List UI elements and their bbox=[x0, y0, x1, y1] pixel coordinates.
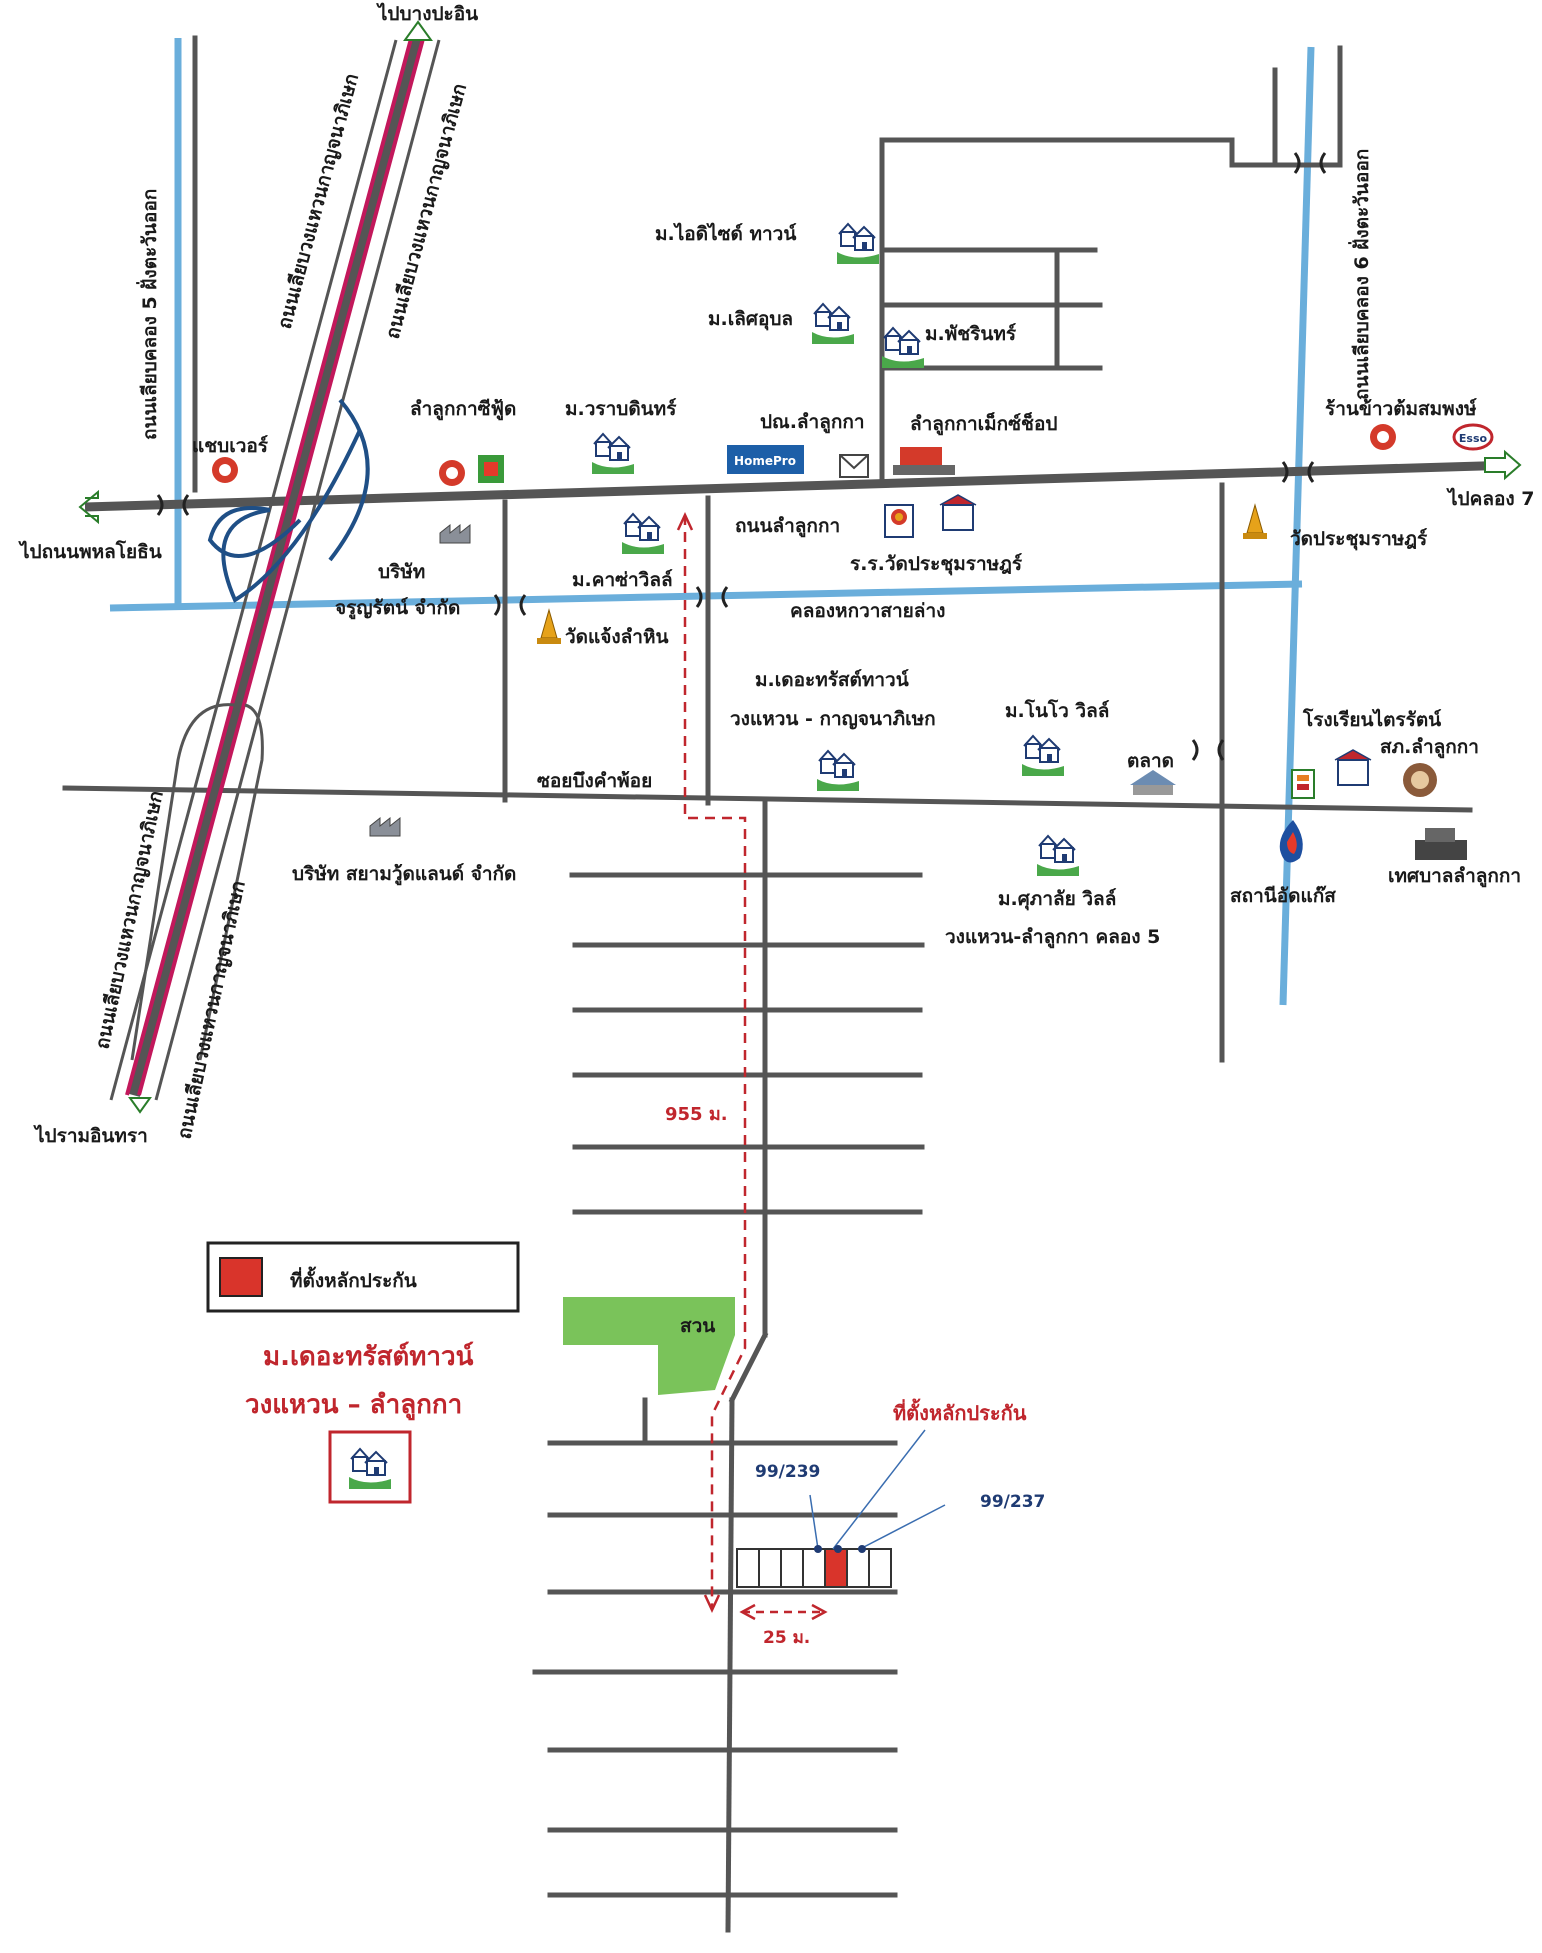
label-lert-ubon: ม.เลิศอุบล bbox=[708, 308, 793, 331]
label-the-trust: ม.เดอะทรัสต์ทาวน์ bbox=[755, 669, 909, 691]
collateral-plot bbox=[824, 1548, 848, 1588]
label-wat-prachum: วัดประชุมราษฎร์ bbox=[1290, 528, 1428, 551]
house-icon bbox=[816, 750, 860, 792]
market-icon bbox=[1130, 770, 1176, 795]
lower-road bbox=[62, 785, 1473, 813]
homepro-logo: HomePro bbox=[727, 445, 804, 474]
label-company: บริษัท bbox=[378, 561, 425, 583]
label-to-bang-pa-in: ไปบางปะอิน bbox=[376, 2, 478, 25]
label-market: ตลาด bbox=[1127, 750, 1174, 772]
label-supalai: ม.ศุภาลัย วิลล์ bbox=[998, 888, 1116, 911]
expressway bbox=[109, 20, 441, 1114]
svg-text:Esso: Esso bbox=[1459, 432, 1488, 445]
school-icon bbox=[939, 494, 977, 531]
label-wat-chaeng: วัดแจ้งลำหิน bbox=[565, 626, 669, 648]
house-icon bbox=[811, 303, 855, 345]
label-to-khlong7: ไปคลอง 7 bbox=[1446, 487, 1535, 510]
label-trirat-school: โรงเรียนไตรรัตน์ bbox=[1302, 708, 1441, 731]
house-icon bbox=[881, 327, 925, 369]
label-lamlukka-seafood: ลำลูกกาซีฟู้ด bbox=[410, 398, 516, 421]
mail-icon bbox=[839, 454, 869, 478]
label-casa-ville: ม.คาซ่าวิลล์ bbox=[572, 569, 673, 591]
label-the-trust-ring: วงแหวน - กาญจนาภิเษก bbox=[730, 708, 936, 730]
label-patcharin: ม.พัชรินทร์ bbox=[925, 323, 1017, 345]
truck-icon bbox=[893, 447, 955, 475]
seven-eleven-icon bbox=[1291, 769, 1315, 799]
label-collateral: ที่ตั้งหลักประกัน bbox=[893, 1398, 1027, 1425]
label-lamlukka-road: ถนนลำลูกกา bbox=[735, 515, 840, 538]
restaurant-icon bbox=[212, 457, 238, 483]
plot-callouts bbox=[809, 1429, 946, 1553]
label-plot-99-237: 99/237 bbox=[980, 1492, 1045, 1512]
label-project-name: ม.เดอะทรัสต์ทาวน์ bbox=[263, 1341, 474, 1372]
label-park: สวน bbox=[680, 1315, 715, 1337]
label-khao-tom-shop: ร้านข้าวต้มสมพงษ์ bbox=[1325, 398, 1477, 420]
esso-logo: Esso bbox=[1452, 423, 1494, 451]
school-icon bbox=[1334, 749, 1372, 786]
label-wat-prachum-school: ร.ร.วัดประชุมราษฎร์ bbox=[850, 553, 1023, 576]
label-supalai-ring: วงแหวน-ลำลูกกา คลอง 5 bbox=[945, 926, 1160, 949]
restaurant-icon bbox=[1370, 424, 1396, 450]
route-line bbox=[676, 512, 828, 1621]
label-post-office: ปณ.ลำลูกกา bbox=[760, 411, 865, 434]
label-to-ram-inthra: ไปรามอินทรา bbox=[33, 1124, 148, 1147]
gas-station-logo bbox=[884, 504, 914, 538]
house-icon bbox=[836, 223, 880, 265]
police-seal-icon bbox=[1403, 763, 1437, 797]
project-house-icon bbox=[328, 1430, 412, 1504]
label-chabwer: แชบเวอร์ bbox=[192, 435, 269, 457]
bridge-icon bbox=[1191, 738, 1225, 762]
label-to-phahon: ไปถนนพหลโยธิน bbox=[18, 540, 162, 563]
label-khlong6-road: ถนนเลียบคลอง 6 ฝั่งตะวันออก bbox=[1348, 149, 1373, 400]
label-distance-955: 955 ม. bbox=[665, 1104, 728, 1125]
svg-text:HomePro: HomePro bbox=[734, 454, 796, 468]
label-police: สภ.ลำลูกกา bbox=[1380, 736, 1479, 759]
factory-icon bbox=[369, 817, 401, 837]
label-project-name-ring: วงแหวน – ลำลูกกา bbox=[245, 1390, 462, 1421]
plot-row bbox=[736, 1548, 892, 1588]
label-distance-25: 25 ม. bbox=[763, 1628, 810, 1648]
restaurant-icon bbox=[439, 460, 465, 486]
label-canal-hok-wa: คลองหกวาสายล่าง bbox=[790, 600, 945, 622]
label-warabodin: ม.วราบดินทร์ bbox=[565, 398, 677, 420]
label-idee-town: ม.ไอดิไซด์ ทาวน์ bbox=[655, 222, 797, 245]
house-icon bbox=[621, 513, 665, 555]
temple-icon bbox=[536, 609, 562, 645]
label-siam-wood: บริษัท สยามวู้ดแลนด์ จำกัด bbox=[292, 863, 516, 886]
label-novo-ville: ม.โนโว วิลล์ bbox=[1005, 699, 1109, 722]
park-area bbox=[563, 1297, 735, 1395]
temple-icon bbox=[1242, 504, 1268, 540]
label-company-jaroon: จรูญรัตน์ จำกัด bbox=[335, 597, 460, 620]
label-gas-station: สถานีอัดแก๊ส bbox=[1230, 885, 1336, 907]
ptt-logo bbox=[1279, 820, 1303, 863]
house-icon bbox=[591, 433, 635, 475]
house-icon bbox=[1021, 735, 1065, 777]
shop-icon bbox=[478, 455, 504, 483]
label-municipality: เทศบาลลำลูกกา bbox=[1388, 865, 1521, 888]
house-icon bbox=[1036, 835, 1080, 877]
factory-icon bbox=[439, 524, 471, 544]
roads bbox=[62, 35, 1516, 1933]
municipality-icon bbox=[1415, 828, 1467, 860]
legend-title: ที่ตั้งหลักประกัน bbox=[290, 1266, 417, 1292]
arrow-icons bbox=[78, 449, 1522, 525]
label-soi-bueng: ซอยบึงคำพ้อย bbox=[537, 770, 652, 792]
label-khlong5-road: ถนนเลียบคลอง 5 ฝั่งตะวันออก bbox=[136, 189, 161, 440]
label-plot-99-239: 99/239 bbox=[755, 1462, 820, 1482]
label-lamlukka-makro: ลำลูกกาเม็กซ์ช็อป bbox=[910, 411, 1057, 436]
legend: ที่ตั้งหลักประกัน bbox=[206, 1241, 520, 1313]
